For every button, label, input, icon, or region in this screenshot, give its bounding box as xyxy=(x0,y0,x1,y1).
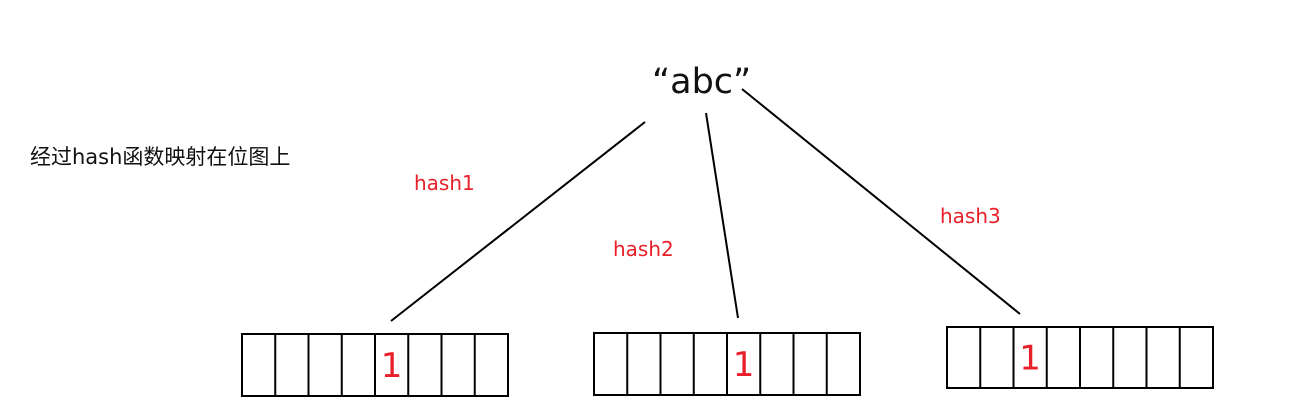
hash3-label: hash3 xyxy=(940,204,1001,228)
hash1-label: hash1 xyxy=(414,171,475,195)
bit-arrays: 1 1 1 xyxy=(241,326,1214,397)
hash2-line xyxy=(705,112,739,319)
hash2-label: hash2 xyxy=(613,237,674,261)
bit-array-1: 1 xyxy=(241,333,509,397)
bit-mark: 1 xyxy=(733,345,755,385)
hash-mapping-lines xyxy=(390,88,1021,322)
key-label: “abc” xyxy=(652,62,752,102)
bit-mark: 1 xyxy=(1019,339,1041,379)
bit-mark: 1 xyxy=(381,346,403,386)
hash1-line xyxy=(390,121,646,322)
caption-text: 经过hash函数映射在位图上 xyxy=(30,145,291,169)
bit-array-3: 1 xyxy=(946,326,1214,389)
bit-array-2: 1 xyxy=(593,332,861,396)
hash3-line xyxy=(741,88,1021,315)
